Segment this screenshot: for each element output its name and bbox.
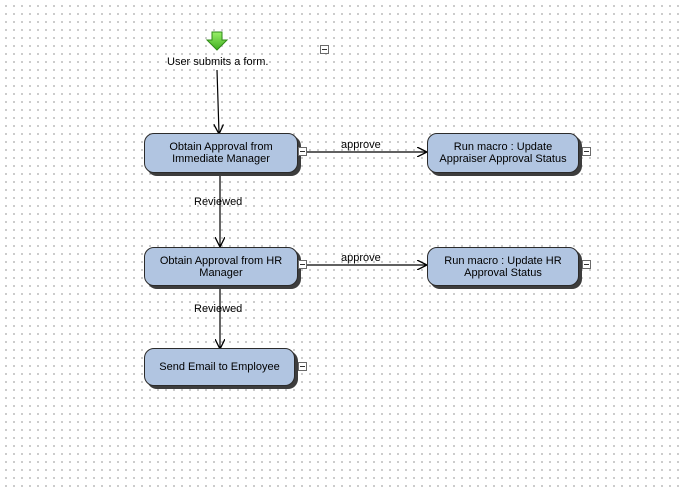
node-obtain-approval-hr[interactable]: Obtain Approval from HR Manager xyxy=(144,247,298,286)
edge-label-reviewed-2: Reviewed xyxy=(194,303,243,315)
start-down-arrow-icon[interactable] xyxy=(205,31,229,51)
start-label: User submits a form. xyxy=(167,56,269,68)
node-send-email-label: Send Email to Employee xyxy=(159,361,280,373)
node-obtain-approval-manager-collapse-icon[interactable] xyxy=(298,147,307,156)
node-obtain-approval-manager-label: Obtain Approval from Immediate Manager xyxy=(169,141,273,165)
node-macro-hr-collapse-icon[interactable] xyxy=(582,260,591,269)
node-macro-appraiser-collapse-icon[interactable] xyxy=(582,147,591,156)
node-obtain-approval-hr-collapse-icon[interactable] xyxy=(298,260,307,269)
node-send-email-collapse-icon[interactable] xyxy=(298,362,307,371)
edge-start-to-manager xyxy=(217,69,219,133)
node-macro-hr-label: Run macro : Update HR Approval Status xyxy=(444,254,562,279)
node-macro-hr[interactable]: Run macro : Update HR Approval Status xyxy=(427,247,579,286)
start-collapse-icon[interactable] xyxy=(320,45,329,54)
node-send-email[interactable]: Send Email to Employee xyxy=(144,348,295,386)
edge-label-approve-2: approve xyxy=(341,252,381,264)
node-macro-appraiser-label: Run macro : Update Appraiser Approval St… xyxy=(439,141,567,165)
edge-label-reviewed-1: Reviewed xyxy=(194,196,243,208)
edge-label-approve-1: approve xyxy=(341,139,381,151)
node-obtain-approval-hr-label: Obtain Approval from HR Manager xyxy=(159,254,283,279)
node-obtain-approval-manager[interactable]: Obtain Approval from Immediate Manager xyxy=(144,133,298,173)
node-macro-appraiser[interactable]: Run macro : Update Appraiser Approval St… xyxy=(427,133,579,173)
